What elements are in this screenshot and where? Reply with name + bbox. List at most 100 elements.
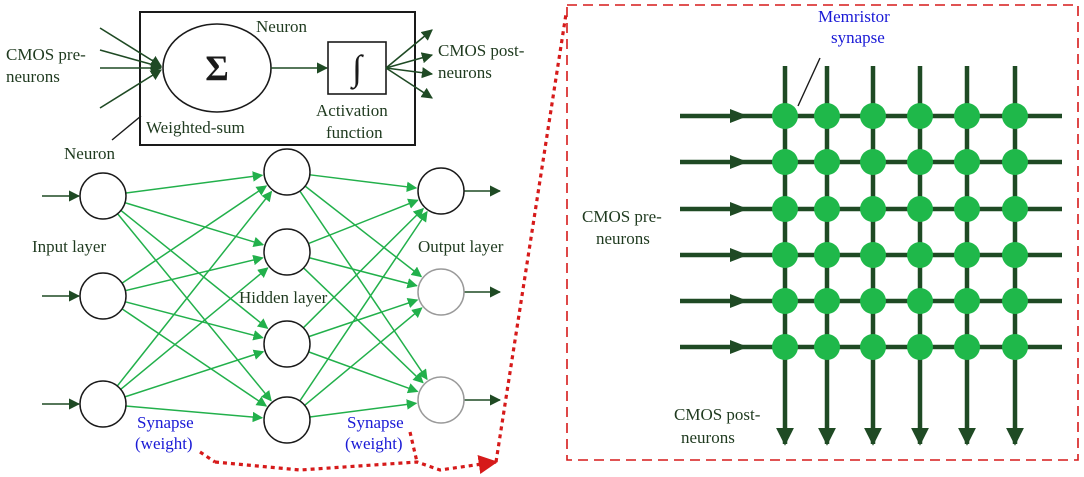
memristor-5-5 bbox=[1002, 334, 1028, 360]
neuron-box bbox=[139, 11, 416, 146]
memristor-3-4 bbox=[954, 242, 980, 268]
synapse-ho-2-0 bbox=[302, 207, 425, 329]
synapse-ih-2-3 bbox=[125, 405, 264, 423]
synapse-ih-0-1 bbox=[124, 201, 265, 247]
neuron-pointer-line bbox=[111, 115, 142, 141]
hidden-node-1 bbox=[263, 228, 311, 276]
synapse-ho-0-0 bbox=[309, 174, 418, 192]
hidden-node-0 bbox=[263, 148, 311, 196]
synapse-ho-3-1 bbox=[304, 307, 423, 406]
synapse-ih-1-2 bbox=[125, 301, 264, 341]
memristor-0-0 bbox=[772, 103, 798, 129]
crossbar-row-arrowhead-1 bbox=[730, 155, 748, 169]
synapse-ho-0-2 bbox=[299, 190, 428, 381]
neuron-post-label-2: neurons bbox=[438, 63, 492, 82]
synapse-ih-0-3 bbox=[117, 213, 272, 402]
output-node-0 bbox=[417, 167, 465, 215]
memristor-4-1 bbox=[814, 288, 840, 314]
memristor-4-4 bbox=[954, 288, 980, 314]
memristor-label-1: Memristor bbox=[818, 7, 890, 26]
sum-symbol: Σ bbox=[205, 48, 229, 88]
memristor-crossbar: Memristor synapse CMOS pre- neurons CMOS… bbox=[582, 7, 1062, 447]
crossbar-row-arrowhead-0 bbox=[730, 109, 748, 123]
memristor-5-3 bbox=[907, 334, 933, 360]
synapse-connections bbox=[116, 171, 428, 423]
memristor-3-5 bbox=[1002, 242, 1028, 268]
synapse-ho-2-2 bbox=[308, 351, 419, 394]
memristor-4-5 bbox=[1002, 288, 1028, 314]
neuron-pre-label-2: neurons bbox=[6, 67, 60, 86]
synapse-ih-0-0 bbox=[125, 171, 264, 194]
memristor-2-4 bbox=[954, 196, 980, 222]
synapse-ho-2-1 bbox=[308, 298, 419, 338]
input-layer-label: Input layer bbox=[32, 237, 106, 256]
memristor-5-1 bbox=[814, 334, 840, 360]
synapse-ho-0-1 bbox=[304, 185, 423, 278]
crossbar-post-label-2: neurons bbox=[681, 428, 735, 447]
memristor-0-3 bbox=[907, 103, 933, 129]
memristor-4-2 bbox=[860, 288, 886, 314]
synapse-ho-1-2 bbox=[303, 267, 424, 384]
memristor-1-2 bbox=[860, 149, 886, 175]
neuron-post-label-1: CMOS post- bbox=[438, 41, 525, 60]
synapse-ih-2-1 bbox=[120, 267, 269, 390]
hidden-node-2 bbox=[263, 320, 311, 368]
io-arrows bbox=[42, 185, 502, 410]
memristor-2-1 bbox=[814, 196, 840, 222]
synapse-ih-0-2 bbox=[120, 209, 269, 329]
hidden-node-3 bbox=[263, 396, 311, 444]
zoom-connector bbox=[199, 13, 568, 474]
memristor-0-2 bbox=[860, 103, 886, 129]
neuron-pointer-label: Neuron bbox=[64, 144, 115, 163]
input-node-1 bbox=[79, 272, 127, 320]
synapse-ho-3-2 bbox=[309, 399, 418, 418]
synapse-ih-2-2 bbox=[124, 349, 265, 398]
output-node-1 bbox=[417, 268, 465, 316]
synapse-ho-1-1 bbox=[309, 257, 418, 289]
crossbar-row-arrowhead-5 bbox=[730, 340, 748, 354]
memristor-1-0 bbox=[772, 149, 798, 175]
activation-label-1: Activation bbox=[316, 101, 388, 120]
neuron-pre-label-1: CMOS pre- bbox=[6, 45, 86, 64]
memristor-1-1 bbox=[814, 149, 840, 175]
memristor-3-2 bbox=[860, 242, 886, 268]
connector-right-hook bbox=[408, 431, 419, 463]
synapse-left-label-1: Synapse bbox=[137, 413, 194, 432]
memristor-pointer-line bbox=[797, 57, 821, 107]
weighted-sum-label: Weighted-sum bbox=[146, 118, 245, 137]
memristor-1-3 bbox=[907, 149, 933, 175]
neuron-model: Σ ∫ Neuron CMOS pre- neurons CMOS post- … bbox=[6, 11, 525, 163]
memristor-2-5 bbox=[1002, 196, 1028, 222]
crossbar-pre-label-1: CMOS pre- bbox=[582, 207, 662, 226]
neuron-output-arrows bbox=[385, 29, 434, 99]
synapse-right-label-1: Synapse bbox=[347, 413, 404, 432]
memristor-label-2: synapse bbox=[831, 28, 885, 47]
feedforward-network: Input layer Hidden layer Output layer Sy… bbox=[32, 148, 504, 453]
crossbar-row-arrowhead-2 bbox=[730, 202, 748, 216]
input-node-0 bbox=[79, 172, 127, 220]
hidden-layer-label: Hidden layer bbox=[239, 288, 328, 307]
memristor-0-4 bbox=[954, 103, 980, 129]
memristor-2-0 bbox=[772, 196, 798, 222]
output-layer-label: Output layer bbox=[418, 237, 504, 256]
memristor-1-5 bbox=[1002, 149, 1028, 175]
memristor-4-3 bbox=[907, 288, 933, 314]
synapse-left-label-2: (weight) bbox=[135, 434, 193, 453]
memristor-3-0 bbox=[772, 242, 798, 268]
memristor-4-0 bbox=[772, 288, 798, 314]
synapse-ih-2-0 bbox=[116, 190, 273, 387]
input-node-2 bbox=[79, 380, 127, 428]
synapse-right-label-2: (weight) bbox=[345, 434, 403, 453]
synapse-ih-1-3 bbox=[121, 308, 268, 407]
memristor-5-0 bbox=[772, 334, 798, 360]
connector-bottom bbox=[214, 454, 498, 474]
neuron-input-arrows bbox=[99, 27, 163, 109]
memristor-2-2 bbox=[860, 196, 886, 222]
crossbar-row-arrowhead-3 bbox=[730, 248, 748, 262]
memristor-3-3 bbox=[907, 242, 933, 268]
synapse-ih-1-1 bbox=[125, 254, 264, 292]
synapse-ho-1-0 bbox=[308, 198, 419, 245]
memristor-5-2 bbox=[860, 334, 886, 360]
memristor-3-1 bbox=[814, 242, 840, 268]
